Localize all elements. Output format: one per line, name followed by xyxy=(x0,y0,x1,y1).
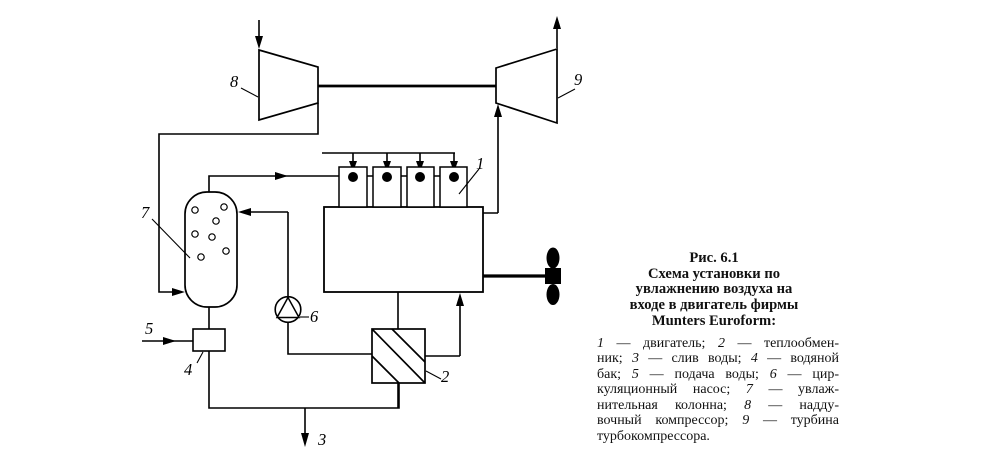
arrow-right-intake-pipe xyxy=(275,172,288,180)
humidifier-column xyxy=(184,191,238,308)
pipe-network xyxy=(142,20,558,433)
compressor-symbol xyxy=(258,48,319,122)
figure-number: Рис. 6.1 xyxy=(689,250,739,266)
cylinder xyxy=(406,166,435,208)
arrow-down-into-compressor xyxy=(255,36,263,49)
leader-1 xyxy=(458,168,480,195)
pipe-valve-stubs xyxy=(352,153,455,161)
engine-block xyxy=(323,166,484,293)
pipe-coolant-return xyxy=(425,306,461,357)
label-leaders xyxy=(151,87,576,380)
arrow-down-drain xyxy=(301,433,309,447)
legend-line: 1 — двигатель; 2 — теплообмен- xyxy=(597,335,839,351)
water-tank xyxy=(192,328,226,352)
intake-valve xyxy=(382,172,392,182)
column-vessel xyxy=(184,191,238,308)
leader-4 xyxy=(196,351,204,364)
figure-caption: Рис. 6.1 Схема установки по увлажнению в… xyxy=(583,250,845,445)
arrow-left-into-column-top xyxy=(238,208,251,216)
pipe-compressor-to-column xyxy=(158,103,319,293)
legend-line: вочный компрессор; 9 — турбина xyxy=(597,413,839,429)
intake-valve xyxy=(415,172,425,182)
label-water-tank: 4 xyxy=(184,360,192,379)
label-water-supply: 5 xyxy=(145,319,153,338)
engine-body xyxy=(323,206,484,293)
intake-valve xyxy=(449,172,459,182)
arrow-up-turbine-exhaust xyxy=(553,16,561,29)
heat-exchanger-hatching xyxy=(371,328,426,384)
legend-line: бак; 5 — подача воды; 6 — цир- xyxy=(597,366,839,382)
pump-triangle xyxy=(275,295,301,319)
fan-blade-bottom xyxy=(546,284,560,305)
fan-blade-top xyxy=(546,247,560,269)
legend-line: турбокомпрессора. xyxy=(597,429,710,445)
legend-line: нительная колонна; 8 — надду- xyxy=(597,397,839,413)
leader-9 xyxy=(557,88,576,99)
turbine-symbol xyxy=(495,47,558,125)
label-boost-compressor: 8 xyxy=(230,72,239,91)
pipe-drain xyxy=(208,351,400,409)
leader-7 xyxy=(151,218,191,259)
caption-title: Рис. 6.1 Схема установки по увлажнению в… xyxy=(583,250,845,330)
label-water-drain: 3 xyxy=(317,430,326,449)
arrow-up-coolant-return xyxy=(456,293,464,306)
leader-8 xyxy=(240,87,259,98)
arrow-right-water-supply xyxy=(163,337,176,345)
leader-2 xyxy=(425,370,442,380)
caption-title-line: увлажнению воздуха на xyxy=(635,281,793,298)
pipe-pump-to-column xyxy=(250,211,289,297)
caption-legend: 1 — двигатель; 2 — теплообмен- ник; 3 — … xyxy=(597,336,839,445)
legend-line: куляционный насос; 7 — увлаж- xyxy=(597,382,839,398)
circulation-pump xyxy=(274,295,302,324)
fan-propeller xyxy=(545,247,561,305)
label-circulation-pump: 6 xyxy=(310,307,319,326)
label-heat-exchanger: 2 xyxy=(441,367,449,386)
label-humidifier-column: 7 xyxy=(141,203,150,222)
arrow-right-into-column xyxy=(172,288,185,296)
label-turbine: 9 xyxy=(574,70,582,89)
flow-arrows xyxy=(163,16,561,447)
intake-valve xyxy=(348,172,358,182)
column-droplets xyxy=(191,203,230,261)
heat-exchanger xyxy=(371,328,426,384)
label-engine: 1 xyxy=(476,154,484,173)
caption-title-line: входе в двигатель фирмы xyxy=(629,297,799,314)
caption-title-line: Схема установки по xyxy=(647,265,781,282)
pipe-hx-to-pump xyxy=(287,322,372,355)
pipe-exhaust-to-turbine xyxy=(483,117,499,214)
legend-line: ник; 3 — слив воды; 4 — водяной xyxy=(597,351,839,367)
caption-title-line: Munters Euroform: xyxy=(651,312,777,329)
arrow-up-into-turbine xyxy=(494,104,502,117)
fan-hub xyxy=(545,268,561,284)
